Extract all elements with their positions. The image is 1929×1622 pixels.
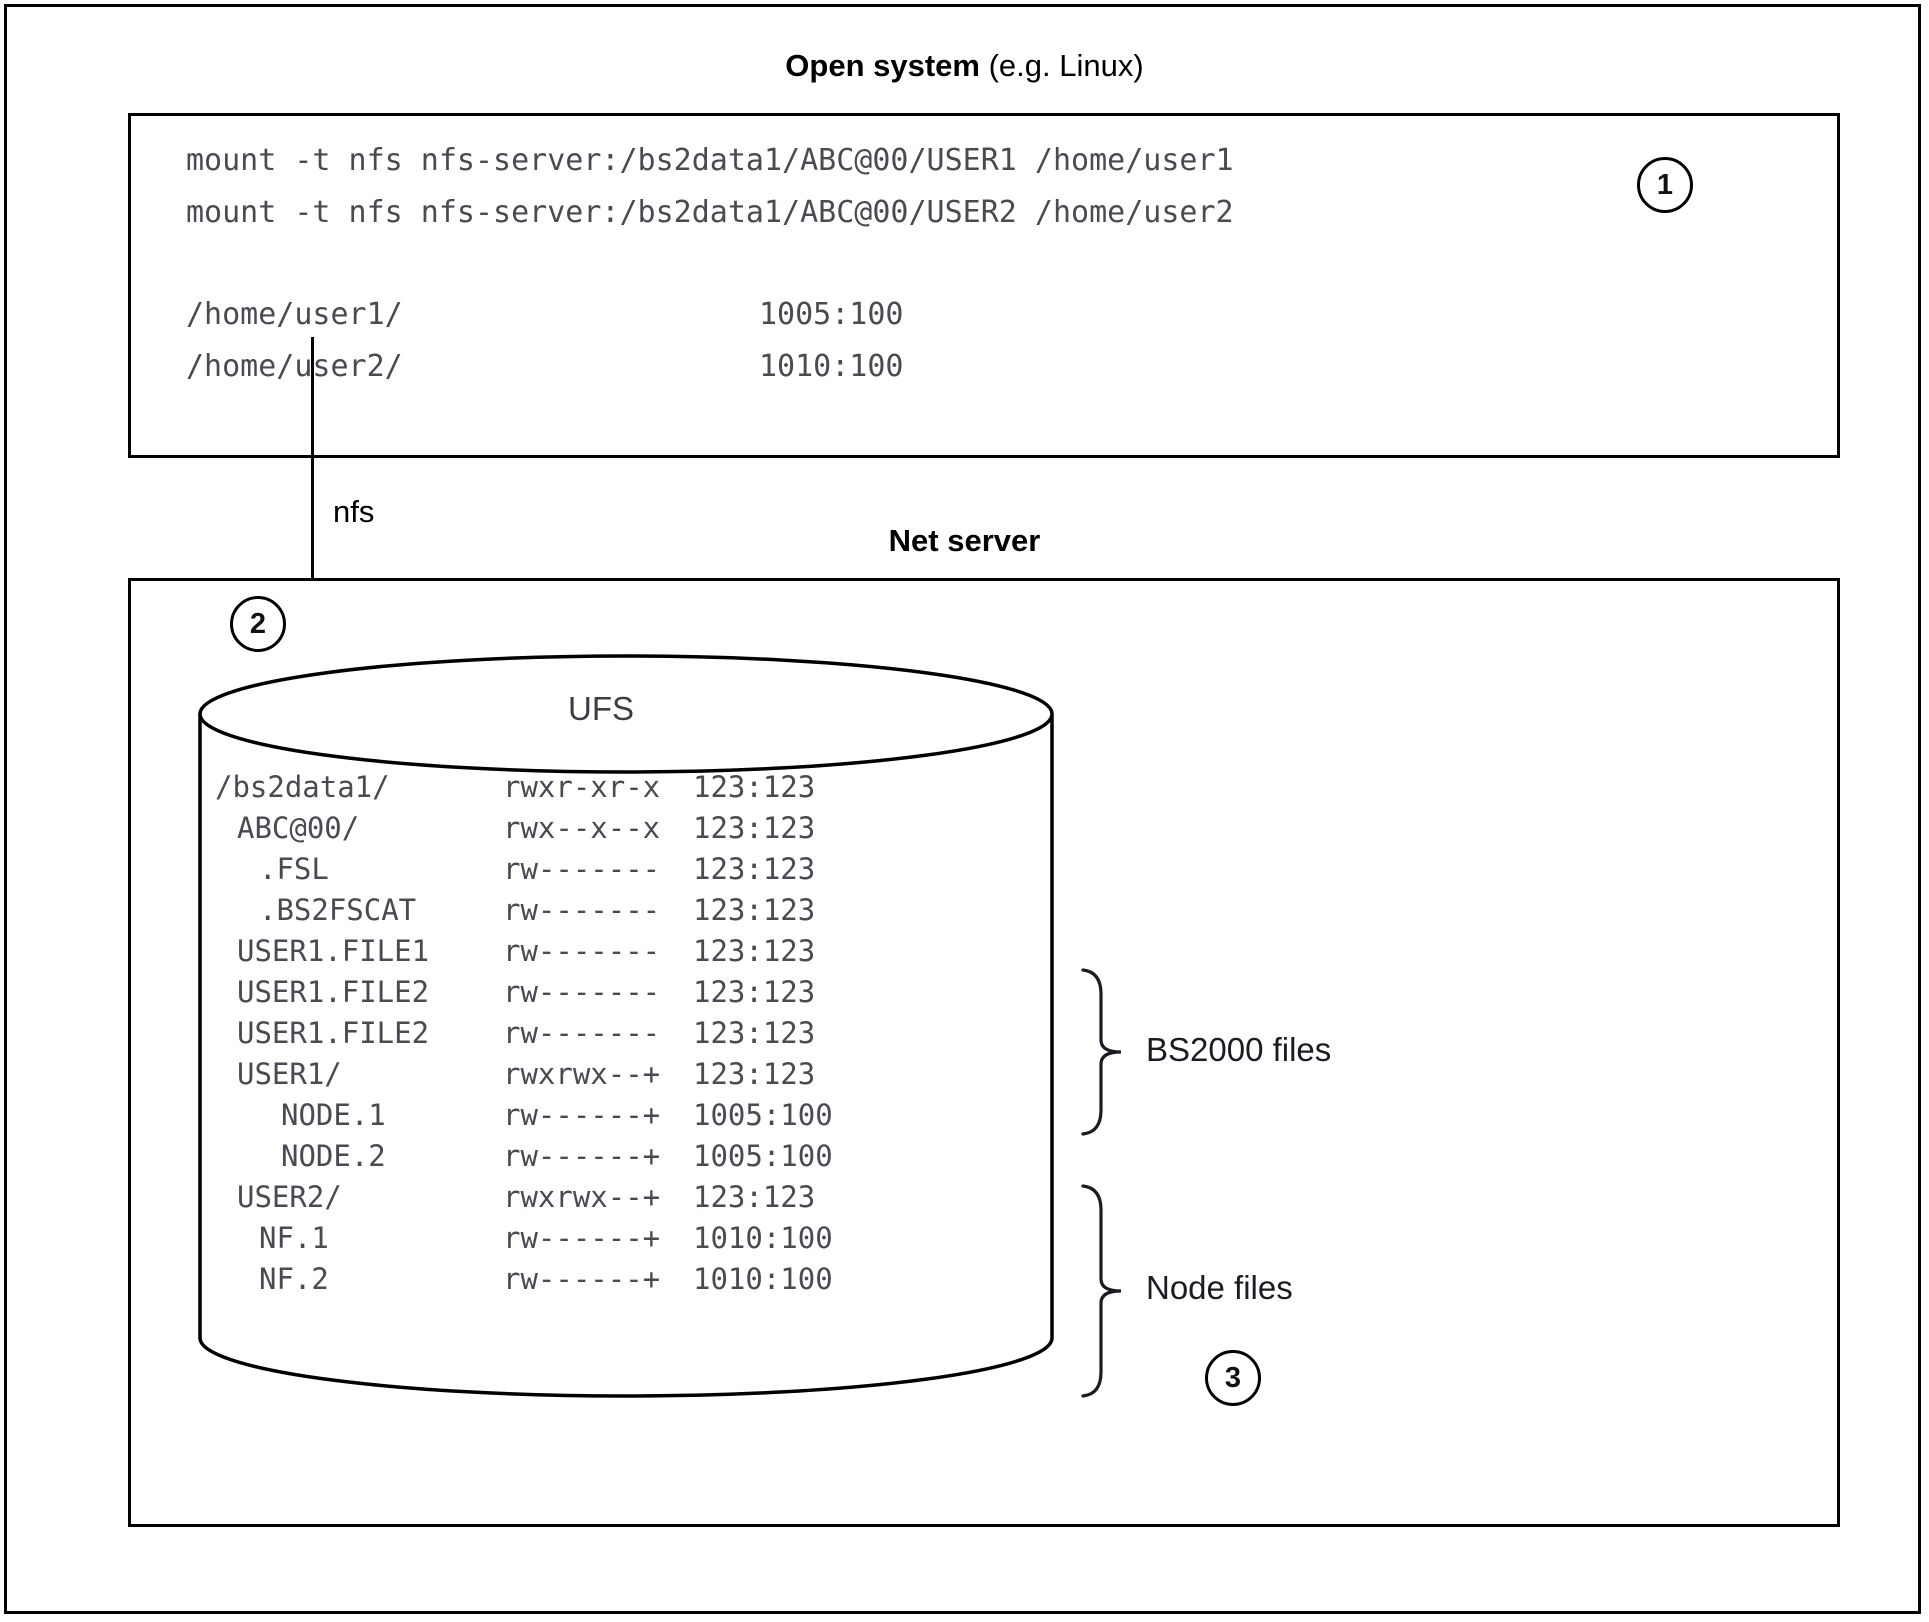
listing-row-name: NODE.1 [281, 1098, 386, 1132]
listing-row-permissions: rwxr-xr-x [503, 770, 661, 804]
mount-command-2: mount -t nfs nfs-server:/bs2data1/ABC@00… [186, 195, 1234, 230]
listing-row-name: .FSL [259, 852, 329, 886]
listing-row: /bs2data1/rwxr-xr-x 123:123 [215, 770, 855, 811]
listing-row-permissions: rwxrwx--+ [503, 1057, 661, 1091]
listing-row-permissions: rw------+ [503, 1262, 661, 1296]
mount-path-2: /home/user2/ [186, 349, 403, 384]
listing-row: USER1/rwxrwx--+ 123:123 [215, 1057, 855, 1098]
mount-command-1: mount -t nfs nfs-server:/bs2data1/ABC@00… [186, 143, 1234, 178]
listing-row-owner: 123:123 [693, 811, 816, 845]
listing-row-owner: 123:123 [693, 1016, 816, 1050]
listing-row: USER1.FILE1 rw------- 123:123 [215, 934, 855, 975]
ufs-label: UFS [568, 690, 634, 727]
mount-owner-1: 1005:100 [759, 297, 904, 332]
listing-row-name: NF.2 [259, 1262, 329, 1296]
listing-row-permissions: rw------+ [503, 1098, 661, 1132]
step-marker-1: 1 [1637, 157, 1693, 213]
listing-row-name: NODE.2 [281, 1139, 386, 1173]
listing-row-name: .BS2FSCAT [259, 893, 417, 927]
listing-row-permissions: rw------+ [503, 1221, 661, 1255]
listing-row-permissions: rw------- [503, 852, 661, 886]
listing-row-name: USER1/ [237, 1057, 342, 1091]
listing-row-owner: 123:123 [693, 1057, 816, 1091]
listing-row-owner: 123:123 [693, 934, 816, 968]
node-files-label: Node files [1146, 1269, 1293, 1306]
net-server-caption-text: Net server [888, 523, 1041, 558]
listing-row: .FSL rw------- 123:123 [215, 852, 855, 893]
nfs-arrow-label: nfs [333, 494, 375, 529]
listing-row-permissions: rwxrwx--+ [503, 1180, 661, 1214]
listing-row-permissions: rw------- [503, 1016, 661, 1050]
listing-row-owner: 1005:100 [693, 1098, 833, 1132]
listing-row: NODE.2 rw------+ 1005:100 [215, 1139, 855, 1180]
open-system-panel: mount -t nfs nfs-server:/bs2data1/ABC@00… [128, 113, 1840, 458]
open-system-caption-rest: (e.g. Linux) [980, 48, 1144, 83]
listing-row-permissions: rw------- [503, 934, 661, 968]
listing-row-owner: 123:123 [693, 975, 816, 1009]
listing-row: USER1.FILE2 rw------- 123:123 [215, 975, 855, 1016]
cylinder-shape [198, 654, 1054, 1398]
listing-row-permissions: rw------+ [503, 1139, 661, 1173]
bs2000-files-brace [1081, 968, 1122, 1136]
listing-row-permissions: rw------- [503, 893, 661, 927]
ufs-cylinder: UFS [196, 640, 1056, 1500]
listing-row: NF.1 rw------+ 1010:100 [215, 1221, 855, 1262]
listing-row-name: /bs2data1/ [215, 770, 390, 804]
listing-row-owner: 1005:100 [693, 1139, 833, 1173]
open-system-caption: Open system (e.g. Linux) [0, 48, 1929, 84]
node-files-brace [1081, 1184, 1122, 1398]
listing-row: USER2/rwxrwx--+ 123:123 [215, 1180, 855, 1221]
listing-row-name: ABC@00/ [237, 811, 360, 845]
listing-row-name: USER2/ [237, 1180, 342, 1214]
mount-path-1: /home/user1/ [186, 297, 403, 332]
open-system-caption-bold: Open system [785, 48, 980, 83]
listing-row-permissions: rwx--x--x [503, 811, 661, 845]
listing-row: NODE.1 rw------+ 1005:100 [215, 1098, 855, 1139]
listing-row-owner: 123:123 [693, 852, 816, 886]
page-border [4, 4, 1921, 1614]
listing-row-name: USER1.FILE2 [237, 975, 430, 1009]
step-marker-2: 2 [230, 596, 286, 652]
listing-row-owner: 123:123 [693, 893, 816, 927]
listing-row: NF.2 rw------+ 1010:100 [215, 1262, 855, 1303]
listing-row: USER1.FILE2 rw------- 123:123 [215, 1016, 855, 1057]
listing-row-name: USER1.FILE1 [237, 934, 430, 968]
listing-row-permissions: rw------- [503, 975, 661, 1009]
listing-row: .BS2FSCAT rw------- 123:123 [215, 893, 855, 934]
nfs-arrow-line [311, 337, 314, 700]
mount-owner-2: 1010:100 [759, 349, 904, 384]
listing-row-name: USER1.FILE2 [237, 1016, 430, 1050]
listing-row-owner: 123:123 [693, 1180, 816, 1214]
listing-row-owner: 1010:100 [693, 1221, 833, 1255]
step-marker-3: 3 [1205, 1350, 1261, 1406]
net-server-caption: Net server [0, 523, 1929, 559]
listing-row-owner: 1010:100 [693, 1262, 833, 1296]
bs2000-files-label: BS2000 files [1146, 1031, 1332, 1068]
listing-row-name: NF.1 [259, 1221, 329, 1255]
listing-row: ABC@00/rwx--x--x 123:123 [215, 811, 855, 852]
listing-row-owner: 123:123 [693, 770, 816, 804]
